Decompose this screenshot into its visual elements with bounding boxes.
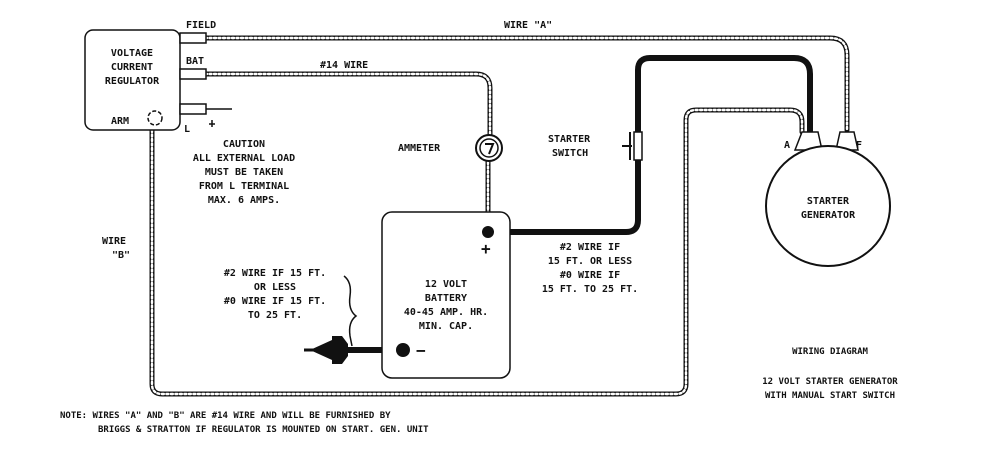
- diagram-title: WIRING DIAGRAM 12 VOLT STARTER GENERATOR…: [762, 347, 898, 401]
- ground-note-line-3: #0 WIRE IF 15 FT.: [224, 296, 326, 307]
- wire-b-label-line-2: "B": [112, 250, 130, 261]
- terminal-bat-label: BAT: [186, 56, 204, 67]
- battery-positive-terminal: [482, 226, 494, 238]
- note-line-1: NOTE: WIRES "A" AND "B" ARE #14 WIRE AND…: [60, 411, 391, 421]
- title-line-1: WIRING DIAGRAM: [792, 347, 868, 357]
- caution-line-5: MAX. 6 AMPS.: [208, 195, 280, 206]
- regulator-label-line-3: REGULATOR: [105, 76, 160, 87]
- voltage-current-regulator: VOLTAGE CURRENT REGULATOR ARM L: [84, 29, 232, 135]
- battery-cable: [485, 55, 813, 235]
- title-line-3: WITH MANUAL START SWITCH: [765, 391, 895, 401]
- caution-line-3: MUST BE TAKEN: [205, 167, 283, 178]
- ground-wire-note: #2 WIRE IF 15 FT. OR LESS #0 WIRE IF 15 …: [224, 268, 326, 321]
- switch-contact-icon: [622, 131, 643, 161]
- wire-b-label-line-1: WIRE: [102, 236, 126, 247]
- battery-negative-terminal: [396, 343, 410, 357]
- wire-a: [202, 35, 850, 133]
- caution-line-2: ALL EXTERNAL LOAD: [193, 153, 295, 164]
- starter-switch: STARTER SWITCH: [548, 131, 643, 161]
- generator-terminal-f-label: F: [856, 140, 862, 151]
- battery-line-1: 12 VOLT: [425, 279, 467, 290]
- wire-b: [149, 107, 805, 397]
- wire-14: [202, 71, 493, 137]
- footer-note: NOTE: WIRES "A" AND "B" ARE #14 WIRE AND…: [60, 411, 429, 435]
- regulator-label-line-1: VOLTAGE: [111, 48, 153, 59]
- switch-wire-note: #2 WIRE IF 15 FT. OR LESS #0 WIRE IF 15 …: [542, 242, 638, 295]
- ground-terminal-icon: [304, 336, 348, 364]
- ammeter: AMMETER: [398, 134, 503, 162]
- ground-note-line-2: OR LESS: [254, 282, 296, 293]
- starter-switch-label-line-1: STARTER: [548, 134, 591, 145]
- arm-terminal-icon: [147, 110, 163, 126]
- generator-label-line-2: GENERATOR: [801, 210, 856, 221]
- battery: 12 VOLT BATTERY 40-45 AMP. HR. MIN. CAP.…: [381, 211, 511, 379]
- ground-note-brace: [343, 275, 358, 347]
- battery-plus-sign: +: [481, 239, 491, 258]
- battery-minus-sign: −: [416, 341, 426, 360]
- starter-switch-label-line-2: SWITCH: [552, 148, 588, 159]
- generator-label-line-1: STARTER: [807, 196, 850, 207]
- ammeter-label: AMMETER: [398, 143, 441, 154]
- ground-note-line-4: TO 25 FT.: [248, 310, 302, 321]
- terminal-arm-label: ARM: [111, 116, 129, 127]
- switch-note-line-4: 15 FT. TO 25 FT.: [542, 284, 638, 295]
- switch-note-line-2: 15 FT. OR LESS: [548, 256, 632, 267]
- battery-line-3: 40-45 AMP. HR.: [404, 307, 488, 318]
- caution-line-1: CAUTION: [223, 139, 265, 150]
- ammeter-needle-icon: [485, 143, 495, 155]
- ground-note-line-1: #2 WIRE IF 15 FT.: [224, 268, 326, 279]
- wire-14-label: #14 WIRE: [320, 60, 368, 71]
- switch-note-line-1: #2 WIRE IF: [560, 242, 620, 253]
- battery-line-2: BATTERY: [425, 293, 467, 304]
- title-line-2: 12 VOLT STARTER GENERATOR: [762, 377, 898, 387]
- starter-generator: STARTER GENERATOR A F: [765, 131, 891, 267]
- caution-line-4: FROM L TERMINAL: [199, 181, 289, 192]
- terminal-l-label: L: [184, 124, 190, 135]
- wire-a-label: WIRE "A": [504, 20, 552, 31]
- generator-terminal-a-label: A: [784, 140, 790, 151]
- regulator-label-line-2: CURRENT: [111, 62, 153, 73]
- note-line-2: BRIGGS & STRATTON IF REGULATOR IS MOUNTE…: [98, 425, 429, 435]
- terminal-field-label: FIELD: [186, 20, 216, 31]
- switch-note-line-3: #0 WIRE IF: [560, 270, 620, 281]
- caution-note: CAUTION ALL EXTERNAL LOAD MUST BE TAKEN …: [193, 139, 295, 206]
- battery-line-4: MIN. CAP.: [419, 321, 473, 332]
- regulator-terminal-studs: [179, 32, 232, 127]
